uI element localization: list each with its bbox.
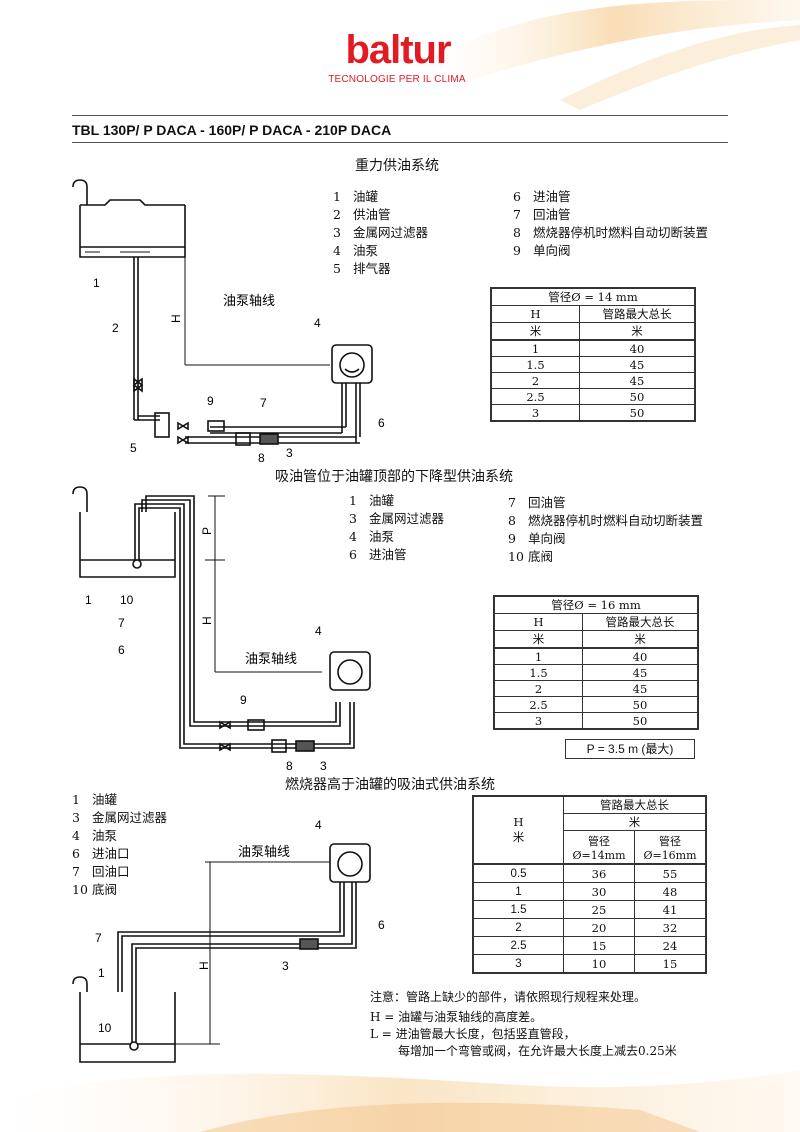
svg-text:4: 4 [314, 316, 321, 330]
pump-axis-label: 油泵轴线 [223, 294, 275, 309]
model-title: TBL 130P/ P DACA - 160P/ P DACA - 210P D… [72, 122, 392, 138]
brand-tagline: TECNOLOGIE PER IL CLIMA [328, 74, 466, 85]
section1-title: 重力供油系统 [355, 158, 439, 174]
section1-diagram: 油泵轴线 H 1 2 4 5 6 7 8 9 3 [72, 179, 385, 465]
svg-text:4: 4 [315, 624, 322, 638]
svg-text:8: 8 [258, 451, 265, 465]
top-swoosh [430, 0, 800, 80]
svg-text:10: 10 [98, 1021, 112, 1035]
note-l-2: 每增加一个弯管或阀，在允许最大长度上减去0.25米 [398, 1044, 677, 1058]
max-p-label: P = 3.5 m (最大) [565, 739, 695, 759]
svg-text:7: 7 [260, 396, 267, 410]
svg-text:7: 7 [118, 616, 125, 630]
svg-text:6: 6 [378, 416, 385, 430]
header-rule-bottom [72, 142, 728, 143]
table-caption: 管径Ø = 16 mm [493, 595, 699, 614]
header-rule-top [72, 115, 728, 116]
svg-text:1: 1 [98, 966, 105, 980]
svg-text:6: 6 [378, 918, 385, 932]
section2-diagram: 油泵轴线 H P 1 10 7 6 4 9 8 3 [72, 486, 371, 773]
section2-title: 吸油管位于油罐顶部的下降型供油系统 [275, 469, 513, 485]
table-caption: 管径Ø = 14 mm [490, 287, 696, 306]
svg-text:H: H [169, 314, 183, 323]
svg-text:8: 8 [286, 759, 293, 773]
svg-text:10: 10 [120, 593, 134, 607]
svg-text:7: 7 [95, 931, 102, 945]
section3-diagram: 油泵轴线 H 4 6 7 3 1 10 [72, 818, 385, 1063]
svg-text:3: 3 [320, 759, 327, 773]
svg-text:2: 2 [112, 321, 119, 335]
svg-text:3: 3 [286, 446, 293, 460]
svg-text:3: 3 [282, 959, 289, 973]
brand-logo: baltur [345, 28, 451, 72]
note-missing-parts: 注意：管路上缺少的部件，请依照现行规程来处理。 [370, 990, 647, 1004]
note-l-1: L = 进油管最大长度，包括竖直管段， [370, 1027, 576, 1041]
svg-text:1: 1 [85, 593, 92, 607]
svg-text:6: 6 [118, 643, 125, 657]
svg-text:P: P [200, 527, 214, 535]
pump-axis-label: 油泵轴线 [238, 845, 290, 860]
svg-text:9: 9 [207, 394, 214, 408]
section3-title: 燃烧器高于油罐的吸油式供油系统 [285, 777, 495, 793]
svg-text:H: H [197, 961, 211, 970]
svg-text:4: 4 [315, 818, 322, 832]
svg-text:5: 5 [130, 441, 137, 455]
pump-axis-label: 油泵轴线 [245, 652, 297, 667]
svg-text:H: H [200, 616, 214, 625]
note-h: H = 油罐与油泵轴线的高度差。 [370, 1010, 543, 1024]
svg-text:1: 1 [93, 276, 100, 290]
svg-text:9: 9 [240, 693, 247, 707]
